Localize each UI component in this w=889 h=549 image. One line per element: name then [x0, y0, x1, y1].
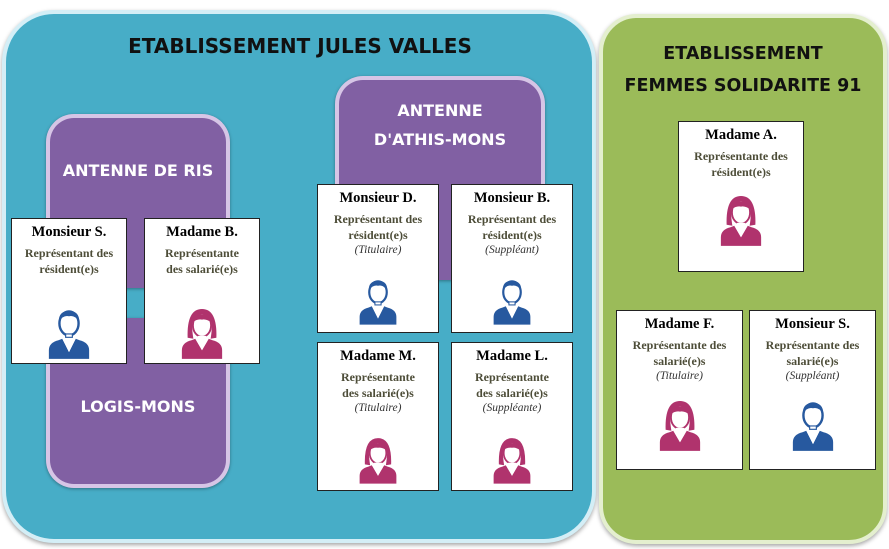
representative-status: (Titulaire)	[354, 402, 402, 414]
representative-status: (Suppléant)	[485, 244, 539, 256]
representative-name: Madame B.	[166, 224, 238, 240]
representative-role-line2: des salarié(e)s	[166, 262, 238, 276]
female-person-icon	[718, 194, 764, 246]
representative-name: Madame L.	[476, 348, 548, 364]
female-person-icon	[179, 307, 225, 359]
establishment-jules-valles-title: ETABLISSEMENT JULES VALLES	[128, 34, 472, 58]
antenne-de-ris-label: ANTENNE DE RIS	[62, 161, 214, 180]
representative-card-monsieur-b: Monsieur B. Représentant des résident(e)…	[451, 184, 573, 333]
representative-card-madame-a: Madame A. Représentante des résident(e)s	[678, 121, 804, 272]
representative-role-line1: Représentant des	[333, 212, 423, 226]
representative-role-line2: résident(e)s	[711, 165, 771, 179]
antenne-athis-mons-label-line2: D'ATHIS-MONS	[373, 130, 507, 149]
representative-name: Monsieur S.	[31, 224, 107, 240]
representative-role-line1: Représentante	[341, 370, 415, 384]
representative-role-line2: résident(e)s	[39, 262, 99, 276]
representative-card-madame-l: Madame L. Représentante des salarié(e)s …	[451, 342, 573, 491]
representative-name: Madame F.	[644, 316, 715, 332]
representative-card-monsieur-d: Monsieur D. Représentant des résident(e)…	[317, 184, 439, 333]
logis-mons-label: LOGIS-MONS	[80, 397, 196, 416]
representative-role-line2: salarié(e)s	[653, 354, 706, 368]
representative-name: Madame A.	[705, 127, 777, 143]
representative-status: (Titulaire)	[656, 370, 703, 382]
representative-role-line2: résident(e)s	[482, 228, 542, 242]
establishment-femmes-solidarite-title-line1: ETABLISSEMENT	[663, 44, 823, 64]
representative-card-monsieur-s-fs91: Monsieur S. Représentante des salarié(e)…	[749, 310, 876, 470]
representative-role-line1: Représentante des	[632, 338, 727, 352]
representative-role-line2: salarié(e)s	[786, 354, 839, 368]
representative-status: (Suppléante)	[482, 402, 542, 414]
representative-card-monsieur-s-ris: Monsieur S. Représentant des résident(e)…	[11, 218, 127, 364]
representative-status: (Titulaire)	[354, 244, 402, 256]
representative-role-line2: des salarié(e)s	[342, 386, 414, 400]
male-person-icon	[491, 277, 533, 325]
representative-role-line1: Représentant des	[467, 212, 557, 226]
female-person-icon	[357, 436, 399, 484]
representative-name: Monsieur S.	[775, 316, 850, 332]
representative-role-line1: Représentante	[475, 370, 549, 384]
representative-role-line2: des salarié(e)s	[476, 386, 548, 400]
representative-role-line2: résident(e)s	[348, 228, 408, 242]
representative-name: Monsieur B.	[473, 190, 551, 206]
representative-card-madame-m: Madame M. Représentante des salarié(e)s …	[317, 342, 439, 491]
representative-name: Monsieur D.	[339, 190, 417, 206]
antenne-athis-mons-label-line1: ANTENNE	[397, 101, 483, 120]
representative-card-madame-f: Madame F. Représentante des salarié(e)s …	[616, 310, 743, 470]
male-person-icon	[790, 399, 836, 451]
representative-card-madame-b: Madame B. Représentante des salarié(e)s	[144, 218, 260, 364]
representative-role-line1: Représentante	[165, 246, 239, 260]
male-person-icon	[357, 277, 399, 325]
male-person-icon	[46, 307, 92, 359]
representative-role-line1: Représentante des	[694, 149, 788, 163]
female-person-icon	[491, 436, 533, 484]
representative-status: (Suppléant)	[785, 370, 840, 382]
representative-role-line1: Représentant des	[24, 246, 114, 260]
representative-name: Madame M.	[340, 348, 416, 364]
female-person-icon	[657, 399, 703, 451]
establishment-femmes-solidarite-title-line2: FEMMES SOLIDARITE 91	[624, 76, 862, 96]
representative-role-line1: Représentante des	[765, 338, 860, 352]
